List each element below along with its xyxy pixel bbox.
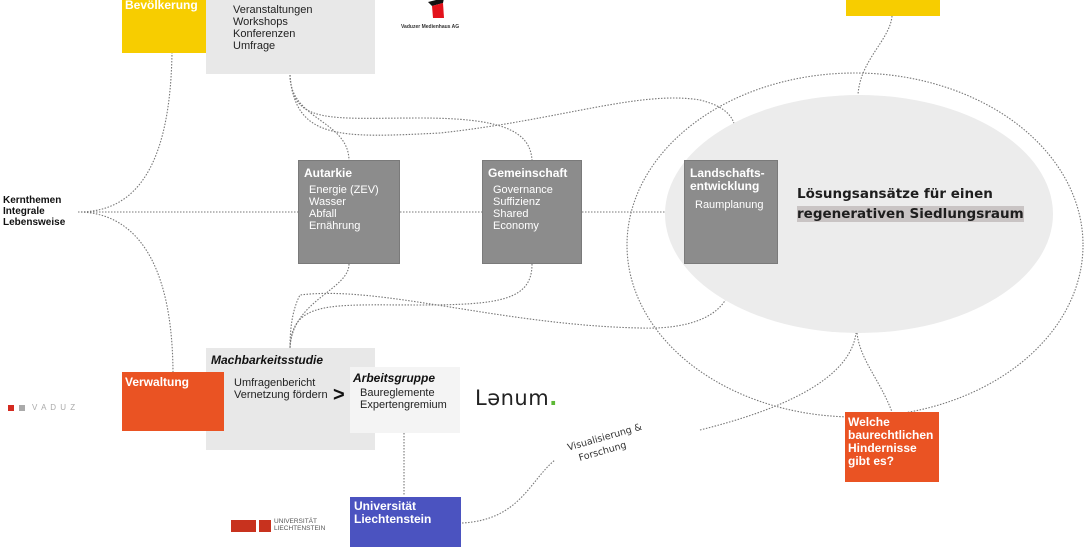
node-aktivitaeten[interactable]: Veranstaltungen Workshops Konferenzen Um… [206,0,375,74]
node-gemeinschaft[interactable]: Gemeinschaft Governance Suffizienz Share… [482,160,582,264]
aktivitaet-item: Workshops [233,16,288,28]
node-verwaltung[interactable]: Verwaltung [122,372,224,431]
uni-mark-icon [259,520,271,532]
node-arbeitsgruppe-title: Arbeitsgruppe [353,371,436,385]
link-akt-autarkie [289,74,350,161]
node-bevoelkerung-title: Bevölkerung [125,0,198,12]
node-arbeitsgruppe[interactable]: Arbeitsgruppe Baureglemente Expertengrem… [350,367,460,433]
node-landschaft-title: entwicklung [690,179,760,193]
solution-heading: Lösungsansätze für einen regenerativen S… [797,184,1024,224]
arbeitsgruppe-item: Expertengremium [360,399,447,411]
node-landschaft-title: Landschafts- [690,166,765,180]
solution-line-1: Lösungsansätze für einen [797,186,993,202]
machbarkeit-item: Umfragenbericht [234,377,316,389]
gemeinschaft-item: Suffizienz [493,196,541,208]
link-top-ellipse [857,15,893,96]
node-universitaet[interactable]: Universität Liechtenstein [350,497,461,547]
autarkie-item: Abfall [309,208,337,220]
medienhaus-text: Vaduzer Medienhaus AG [401,24,460,30]
uni-logo-text: LIECHTENSTEIN [274,525,326,532]
link-gemeinschaft-machbarkeit [289,263,533,349]
autarkie-item: Ernährung [309,220,361,232]
hindernisse-line: gibt es? [848,454,895,468]
aktivitaet-item: Konferenzen [233,28,296,40]
gemeinschaft-item: Shared [493,208,529,220]
logo-lenum: Lənum. [475,386,558,410]
solution-line-2: regenerativen Siedlungsraum [797,206,1024,222]
kernthemen-line: Integrale [3,206,45,217]
gemeinschaft-item: Governance [493,184,553,196]
lenum-text: L [475,386,488,410]
node-universitaet-title: Universität [354,499,417,513]
node-hindernisse[interactable]: Welche baurechtlichen Hindernisse gibt e… [845,412,939,482]
hindernisse-line: baurechtlichen [848,428,934,442]
link-akt-gemeinschaft [289,74,533,161]
label-kernthemen: Kernthemen Integrale Lebensweise [3,195,65,228]
link-landschaft-machbarkeit [289,263,732,349]
gemeinschaft-item: Economy [493,220,539,232]
node-autarkie[interactable]: Autarkie Energie (ZEV) Wasser Abfall Ern… [298,160,400,264]
autarkie-item: Wasser [309,196,346,208]
kernthemen-line: Lebensweise [3,217,66,228]
lenum-text: num [500,386,550,410]
node-top-right[interactable] [846,0,940,16]
aktivitaet-item: Veranstaltungen [233,4,313,16]
vaduz-red-square-icon [8,405,14,411]
kernthemen-line: Kernthemen [3,195,62,206]
link-akt-landschaft [289,74,737,163]
hindernisse-line: Hindernisse [848,441,917,455]
machbarkeit-item: Vernetzung fördern [234,389,328,401]
link-kernthemen-bevoelkerung [77,51,173,213]
node-autarkie-title: Autarkie [304,166,353,180]
arrow-right-icon: > [333,384,345,406]
node-machbarkeit[interactable]: Machbarkeitsstudie Umfragenbericht Verne… [206,348,375,450]
link-autarkie-machbarkeit [289,263,350,349]
landschaft-item: Raumplanung [695,199,764,211]
node-verwaltung-title: Verwaltung [125,375,190,389]
uni-logo-text: UNIVERSITÄT [274,518,317,525]
logo-medienhaus: Vaduzer Medienhaus AG [401,0,472,34]
node-landschaft[interactable]: Landschafts- entwicklung Raumplanung [684,160,778,264]
aktivitaet-item: Umfrage [233,40,276,52]
link-ellipse-hindernisse [856,332,893,413]
vaduz-gray-square-icon [19,405,25,411]
arbeitsgruppe-item: Baureglemente [360,387,435,399]
vaduz-text: V A D U Z [32,403,77,412]
lenum-text: ə [487,386,501,410]
node-gemeinschaft-title: Gemeinschaft [488,166,568,180]
node-machbarkeit-title: Machbarkeitsstudie [211,353,324,367]
node-universitaet-title: Liechtenstein [354,512,432,526]
lenum-dot: . [549,386,558,410]
hindernisse-line: Welche [848,415,890,429]
uni-mark-icon [231,520,256,532]
link-uni-visual [461,459,556,524]
link-visual-ellipse [699,332,857,431]
link-kernthemen-verwaltung [77,211,174,373]
autarkie-item: Energie (ZEV) [309,184,379,196]
